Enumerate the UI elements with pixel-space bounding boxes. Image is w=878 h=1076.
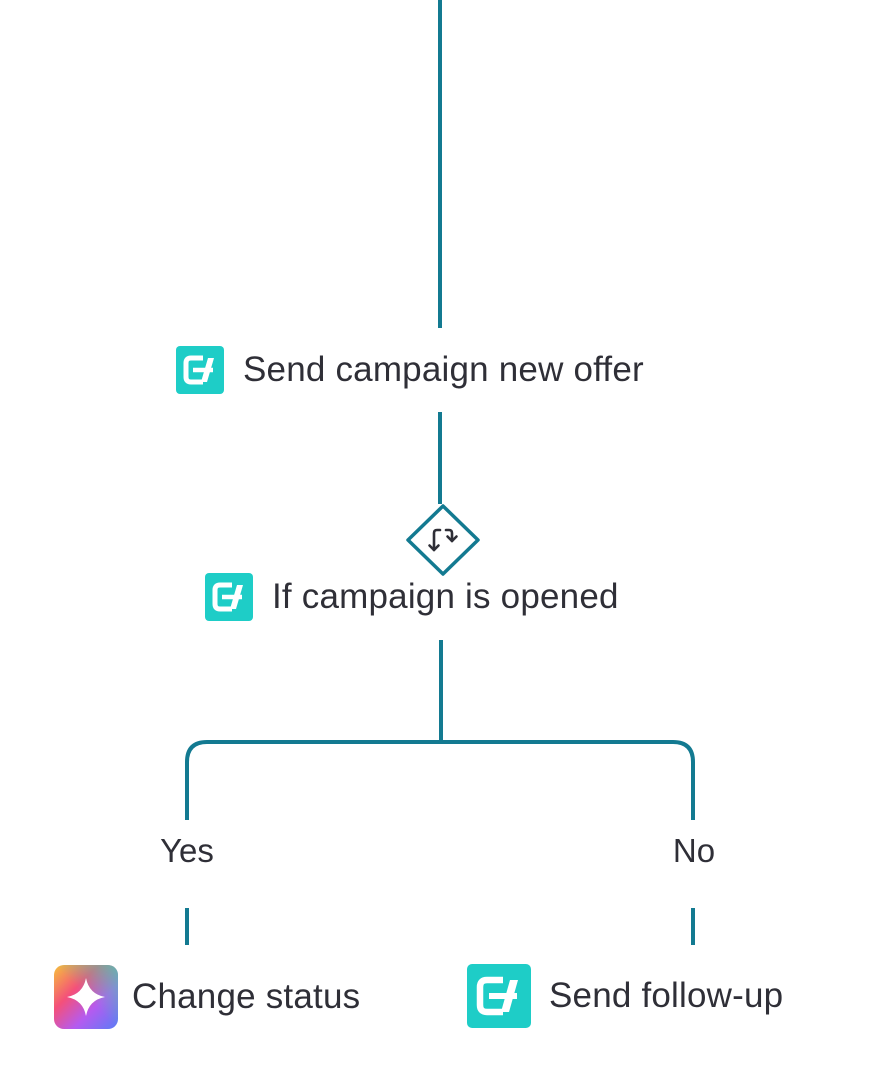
branch-label-no: No (672, 832, 716, 869)
branch-arrows-icon (428, 528, 458, 552)
node-change-status[interactable]: Change status (54, 965, 360, 1029)
campaign-logo-icon (205, 573, 253, 621)
branch-label-yes: Yes (160, 832, 214, 869)
node-label: If campaign is opened (272, 577, 619, 616)
decision-node[interactable] (404, 503, 482, 577)
node-send-followup[interactable]: Send follow-up (467, 964, 783, 1028)
campaign-logo-icon (467, 964, 531, 1028)
connector-split (185, 740, 695, 820)
node-label: Send follow-up (549, 976, 784, 1015)
node-send-campaign[interactable]: Send campaign new offer (176, 346, 644, 394)
node-condition[interactable]: If campaign is opened (205, 573, 619, 621)
node-label: Send campaign new offer (243, 350, 644, 389)
campaign-logo-icon (176, 346, 224, 394)
node-label: Change status (132, 977, 361, 1016)
sparkle-icon (54, 965, 118, 1029)
